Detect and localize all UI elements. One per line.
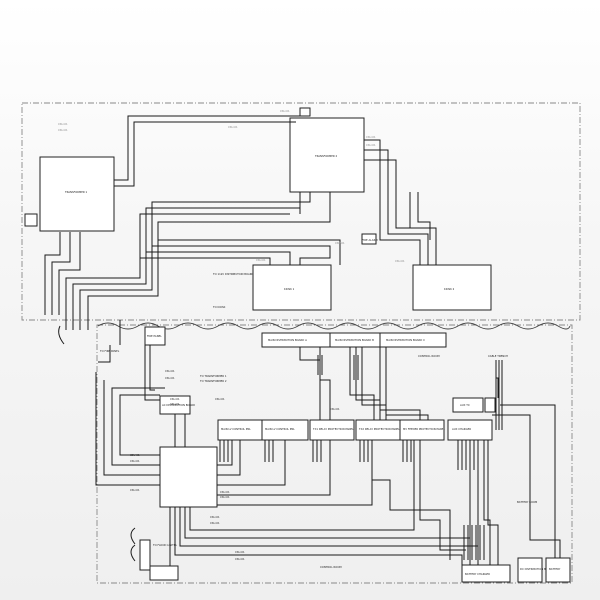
break-line: [97, 322, 571, 330]
yard-cables: [44, 115, 437, 330]
cable-tag: CSU-01: [210, 515, 220, 519]
transformer-2-label: TRANSFORMER 2: [315, 154, 337, 158]
cable-tag: CSU-01: [165, 376, 175, 380]
protection-panel-2-label: TX2 RELAY PROTECTION PANEL: [359, 427, 400, 431]
door-swing-2: [130, 527, 136, 545]
door-swing-3: [130, 544, 136, 562]
kiosk-2[interactable]: [412, 264, 492, 311]
aux-transformer-label: AUX TX: [460, 403, 470, 407]
cable-tag: CSU-01: [220, 495, 230, 499]
cable-tag: CSU-01: [280, 109, 290, 113]
cable-tag: CSU-01: [235, 550, 245, 554]
cable-tag: CSU-01: [58, 122, 68, 126]
dc-distribution-board[interactable]: [517, 557, 543, 583]
cable-tag: CSU-01: [395, 259, 405, 263]
protection-panel-1-label: TX1 RELAY PROTECTION PANEL: [313, 427, 354, 431]
cable-tags: CSU-01 CSU-01 CSU-01 CSU-01 CSU-01 CSU-0…: [58, 109, 405, 561]
cable-tag-stacks: [219, 355, 485, 560]
mdb-panel-a-label: MAIN DISTRIBUTION BOARD A: [268, 338, 307, 342]
protection-panel-3-label: MV FEEDER PROTECTION PANEL: [403, 427, 445, 431]
to-flood-label: TO FLOOD LIGHTS: [153, 543, 177, 547]
cable-tag: CSU-01: [215, 397, 225, 401]
to-dist-board-label: TO 11kV DISTRIBUTION BOARD: [213, 272, 254, 276]
cable-tag: CSU-01: [330, 407, 340, 411]
to-fire-panel-label: TO FIRE PANEL: [100, 349, 120, 353]
mdb-panel-c[interactable]: [379, 332, 447, 348]
cable-pit-1: [149, 565, 179, 581]
transformer-1[interactable]: [39, 156, 115, 232]
cable-tag: CSU-01: [366, 143, 376, 147]
battery-charger[interactable]: [461, 564, 511, 583]
cable-tag: CSU-01: [170, 397, 180, 401]
to-transformer-2-label: TO TRANSFORMER 2: [200, 379, 227, 383]
earth-box-2: [361, 233, 377, 245]
kiosk-1[interactable]: [252, 264, 332, 311]
yard-boundary: [21, 102, 581, 321]
control-room-bottom-label: CONTROL ROOM: [320, 565, 342, 569]
transformer-1-label: TRANSFORMER 1: [65, 190, 87, 194]
cable-tag: CSU-01: [58, 128, 68, 132]
protection-panel-1[interactable]: [309, 419, 355, 441]
cable-tag: CSU-01: [220, 490, 230, 494]
mdb-panel-b-label: MAIN DISTRIBUTION BOARD B: [335, 338, 374, 342]
cable-tag: CSU-01: [335, 241, 345, 245]
to-kiosk-label: TO KIOSK: [213, 305, 226, 309]
control-room-label: CONTROL ROOM: [418, 354, 440, 358]
door-swing-1: [58, 325, 65, 345]
cable-tag: CSU-01: [210, 521, 220, 525]
mdb-panel-c-label: MAIN DISTRIBUTION BOARD C: [386, 338, 425, 342]
protection-panel-3[interactable]: [399, 419, 445, 441]
building-cables: [95, 320, 561, 571]
cable-tag: CSU-01: [366, 135, 376, 139]
transformer-2[interactable]: [289, 117, 365, 193]
fire-panel[interactable]: [144, 326, 166, 346]
dc-distribution-board-label: DC DISTRIBUTION BOARD: [520, 567, 553, 571]
kiosk-1-label: KIOSK 1: [284, 287, 295, 291]
lv-control-panel-1-label: MAIN LV CONTROL PNL: [221, 427, 251, 431]
lv-control-panel-2-label: MAIN LV CONTROL PNL: [265, 427, 295, 431]
battery-room-label: BATTERY ROOM: [517, 500, 537, 504]
cable-tag: CSU-01: [256, 258, 266, 262]
cable-tag: CSU-01: [130, 488, 140, 492]
cable-bundle-vertical: [495, 360, 503, 430]
cable-tag: CSU-01: [165, 369, 175, 373]
fire-alarm-label: FIRE ALARM: [362, 238, 378, 242]
building-boundary: [96, 324, 573, 584]
aux-transformer[interactable]: [452, 397, 484, 413]
battery-charger-label: BATTERY CHARGER: [465, 572, 490, 576]
aux-transformer-small: [484, 397, 496, 413]
main-distribution-board[interactable]: [159, 446, 218, 508]
earth-box-3: [299, 107, 311, 117]
ac-panel-label: AC DISTRIBUTION BOARD: [162, 403, 195, 407]
cable-tag: CSU-01: [235, 557, 245, 561]
cable-tag: CSU-01: [228, 125, 238, 129]
fire-panel-label: FIRE PANEL: [147, 334, 162, 338]
cable-tag: CSU-01: [130, 459, 140, 463]
aux-charger-panel-label: AUX CHARGER: [452, 427, 471, 431]
to-transformer-1-label: TO TRANSFORMER 1: [200, 374, 227, 378]
cable-tag: CSU-01: [170, 402, 180, 406]
kiosk-2-label: KIOSK 2: [444, 287, 455, 291]
cable-pit-2: [139, 539, 151, 571]
battery-bank[interactable]: [545, 557, 571, 583]
earth-box-1: [24, 213, 38, 227]
battery-bank-label: BATTERY: [549, 567, 561, 571]
cable-trench-label: CABLE TRENCH: [488, 354, 508, 358]
cable-tag: CSU-01: [130, 453, 140, 457]
